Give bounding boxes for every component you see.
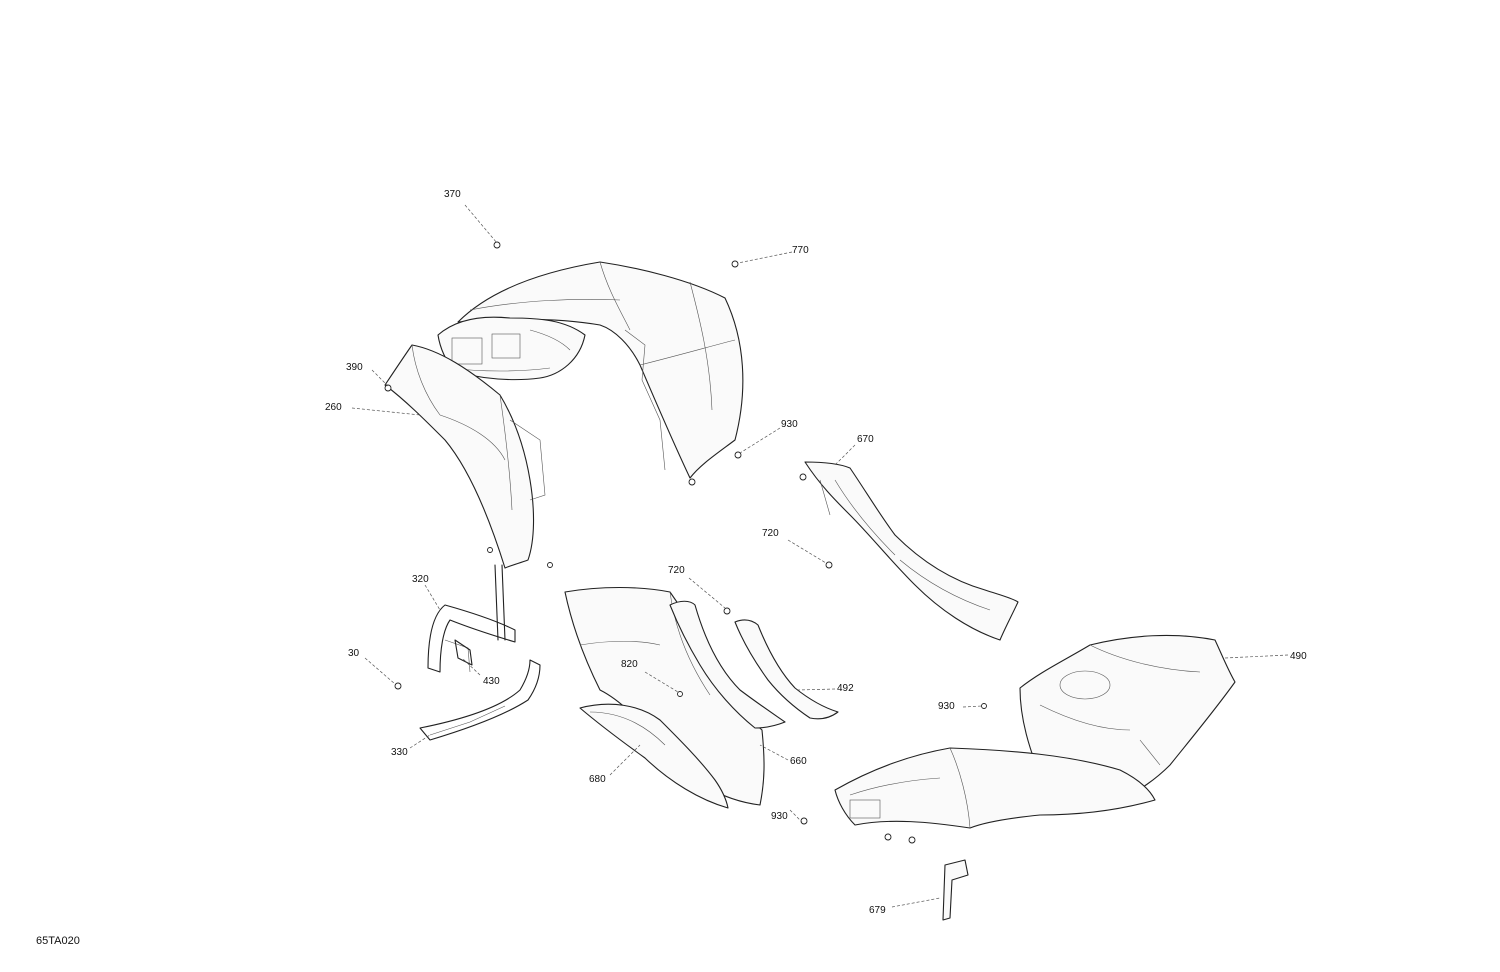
callout-770: 770 <box>792 245 809 256</box>
deflector-679 <box>942 859 969 921</box>
fender-liner-680 <box>579 703 729 809</box>
callout-320: 320 <box>412 574 429 585</box>
callout-670: 670 <box>857 434 874 445</box>
bracket-430 <box>454 639 473 666</box>
brace-320 <box>427 564 516 673</box>
callout-30: 30 <box>348 648 360 659</box>
panel-670 <box>804 461 1019 641</box>
callout-492: 492 <box>837 683 854 694</box>
callout-720-left: 720 <box>668 565 685 576</box>
callout-930-lower: 930 <box>771 811 788 822</box>
callout-430: 430 <box>483 676 500 687</box>
callout-679: 679 <box>869 905 886 916</box>
callout-930-rear: 930 <box>938 701 955 712</box>
trim-720 <box>669 600 786 729</box>
callout-490: 490 <box>1290 651 1307 662</box>
bar-330 <box>419 659 541 741</box>
callout-390: 390 <box>346 362 363 373</box>
left-side-panel-260 <box>384 344 546 569</box>
left-fender-660 <box>564 586 765 806</box>
callout-720-right: 720 <box>762 528 779 539</box>
callout-680: 680 <box>589 774 606 785</box>
callout-930-upper: 930 <box>781 419 798 430</box>
leader-lines <box>351 204 1289 908</box>
callout-330: 330 <box>391 747 408 758</box>
callout-820: 820 <box>621 659 638 670</box>
figure-reference-code: 65TA020 <box>36 935 80 947</box>
fasteners <box>384 241 987 844</box>
callout-labels: 370 770 390 260 930 670 720 720 320 30 4… <box>325 189 1307 916</box>
upper-front-fascia <box>457 261 744 479</box>
callout-370: 370 <box>444 189 461 200</box>
callout-660: 660 <box>790 756 807 767</box>
rear-lower-panel <box>834 747 1156 829</box>
trim-492 <box>734 619 839 720</box>
callout-260: 260 <box>325 402 342 413</box>
